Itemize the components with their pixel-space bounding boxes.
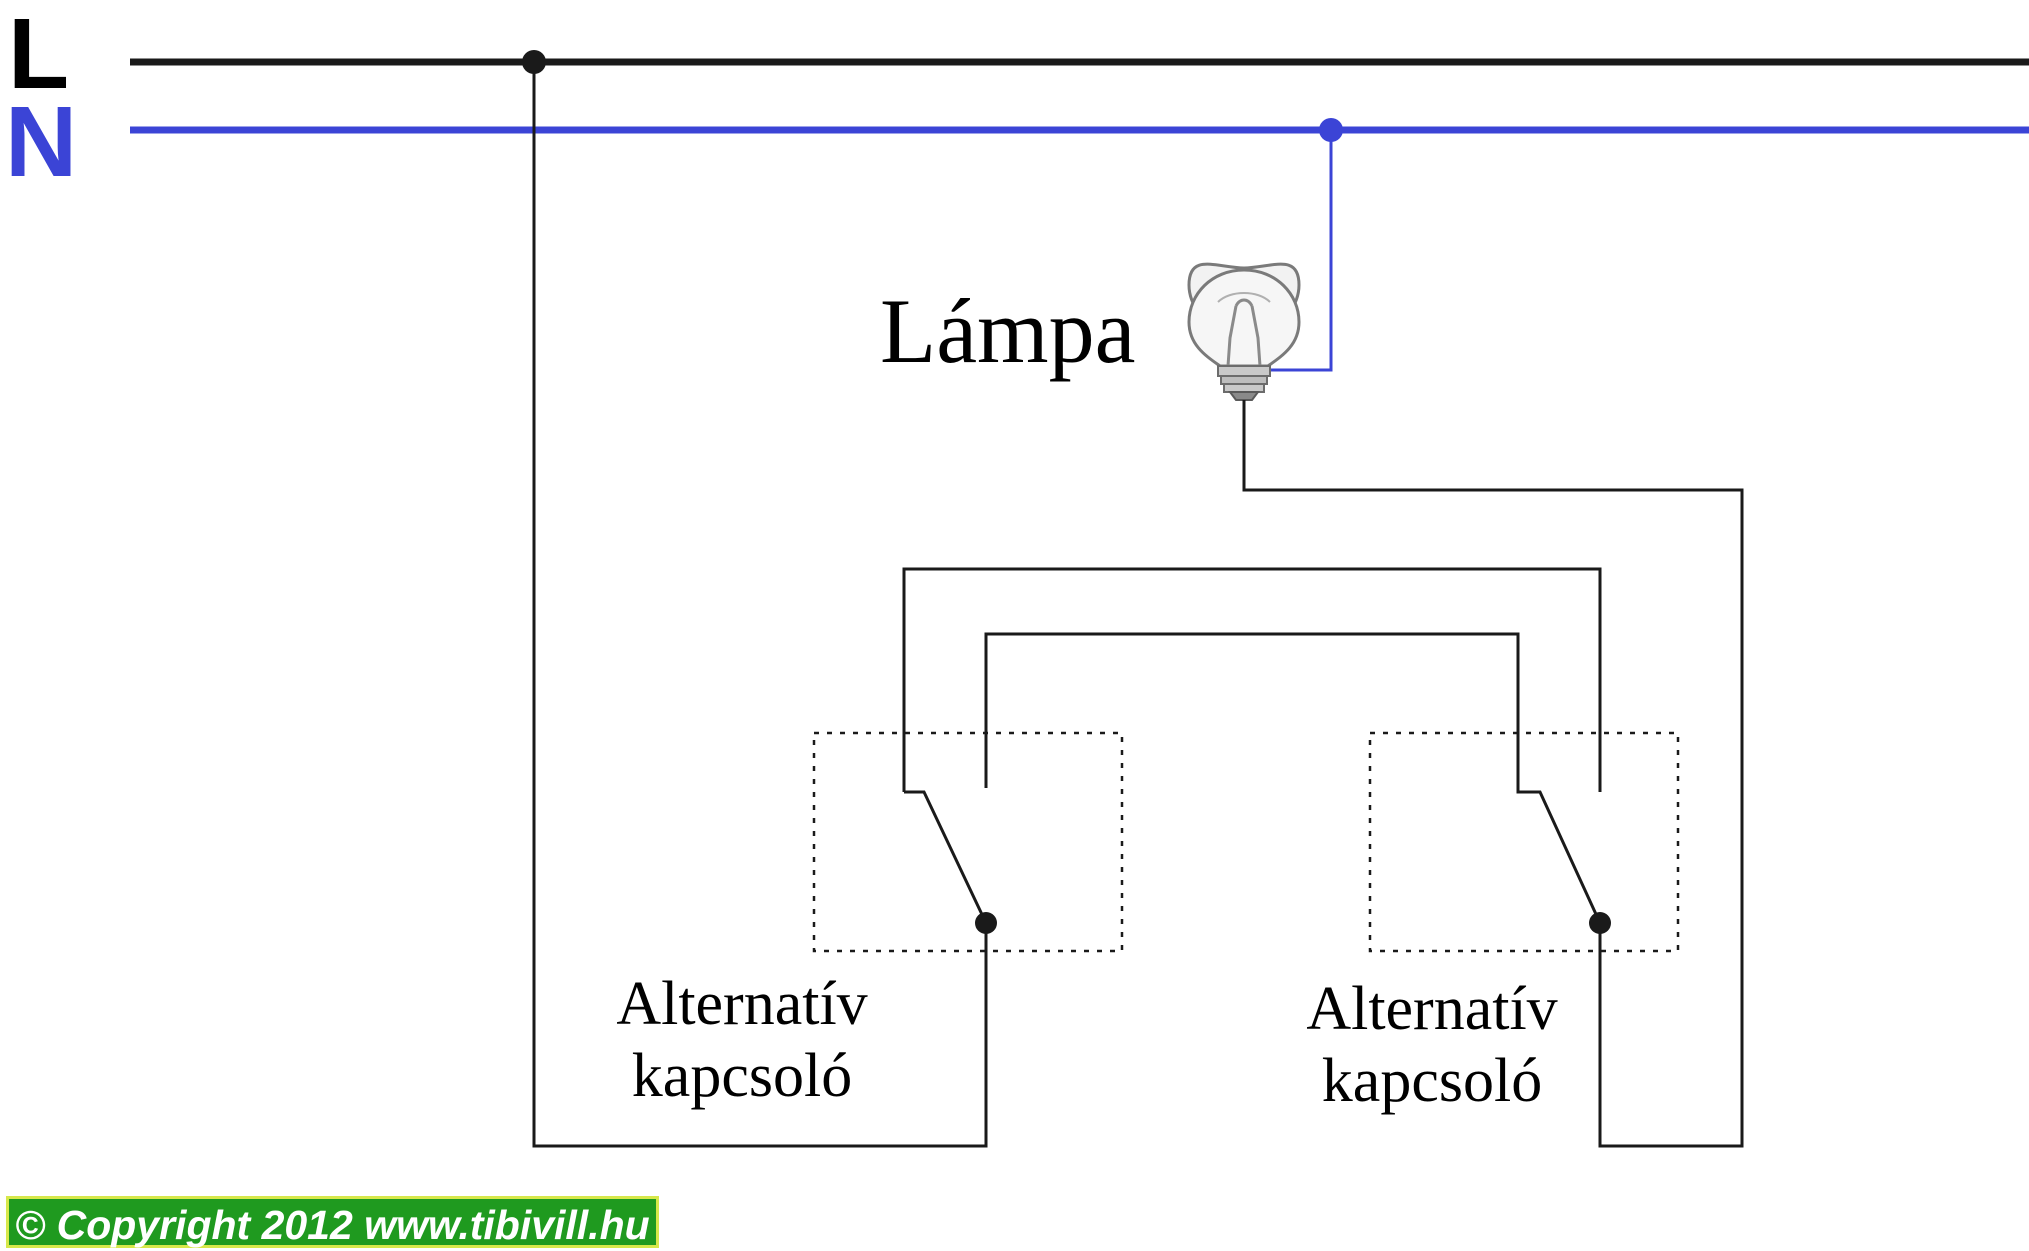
left-switch-label-line1: Alternatív <box>616 970 867 1038</box>
left-switch-housing <box>812 731 1124 953</box>
left-switch-label-line2: kapcsoló <box>632 1042 852 1110</box>
lamp-label: Lámpa <box>880 280 1135 382</box>
live-feed-wire <box>532 62 988 1148</box>
live-junction-dot <box>522 50 546 74</box>
copyright-text: © Copyright 2012 www.tibivill.hu <box>15 1202 650 1248</box>
left-switch-pivot-dot <box>975 912 997 934</box>
neutral-junction-dot <box>1319 118 1343 142</box>
light-bulb-icon <box>1187 262 1301 401</box>
right-switch-label-line2: kapcsoló <box>1322 1047 1542 1115</box>
live-rail-label: L <box>8 0 69 110</box>
traveller-wire-outer <box>902 567 1602 792</box>
traveller-wire-inner <box>984 632 1520 788</box>
right-switch-housing <box>1368 731 1680 953</box>
right-switch-label-line1: Alternatív <box>1306 975 1557 1043</box>
right-switch-lever <box>1516 788 1602 924</box>
left-switch <box>812 731 1124 953</box>
left-switch-lever <box>904 790 988 924</box>
neutral-lamp-wire <box>1265 130 1333 372</box>
right-switch <box>1368 731 1680 953</box>
lamp-return-wire <box>1242 400 1744 1148</box>
copyright-badge: © Copyright 2012 www.tibivill.hu <box>6 1196 659 1248</box>
right-switch-pivot-dot <box>1589 912 1611 934</box>
neutral-rail-label: N <box>5 86 77 198</box>
